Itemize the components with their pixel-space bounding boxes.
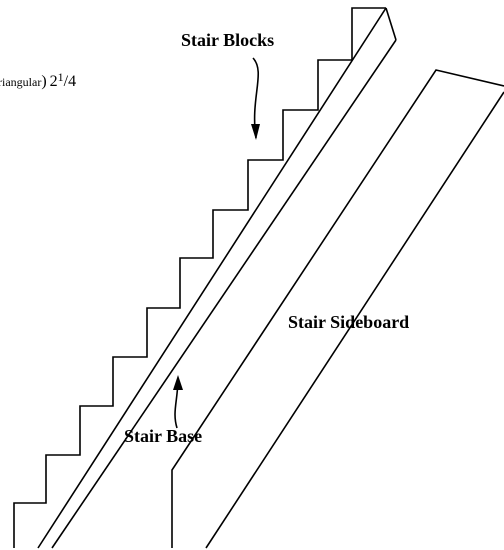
stair-blocks-arrowhead-icon	[251, 124, 260, 140]
stair-sideboard-label: Stair Sideboard	[288, 312, 409, 332]
dimension-note-denominator: 4	[68, 73, 76, 90]
dimension-note-prefix: riangular	[0, 75, 41, 89]
stair-base-arrowhead-icon	[173, 375, 183, 390]
stair-base-upper-edge	[37, 7, 387, 549]
stair-base-label: Stair Base	[124, 426, 202, 446]
dimension-note-whole: 2	[50, 73, 58, 90]
dimension-note-numerator: 1	[58, 70, 64, 84]
stair-sideboard-lower-edge	[205, 91, 504, 549]
stair-blocks-outline	[13, 7, 386, 548]
stair-base-lower-edge	[51, 39, 397, 549]
dimension-note-slash: /	[64, 73, 69, 90]
dimension-note-close-paren: )	[41, 73, 46, 90]
stair-sideboard-outline	[171, 69, 504, 548]
stair-base-top-end	[385, 7, 397, 41]
stair-blocks-label: Stair Blocks	[181, 30, 274, 50]
dimension-note: riangular)21/4	[0, 70, 76, 90]
